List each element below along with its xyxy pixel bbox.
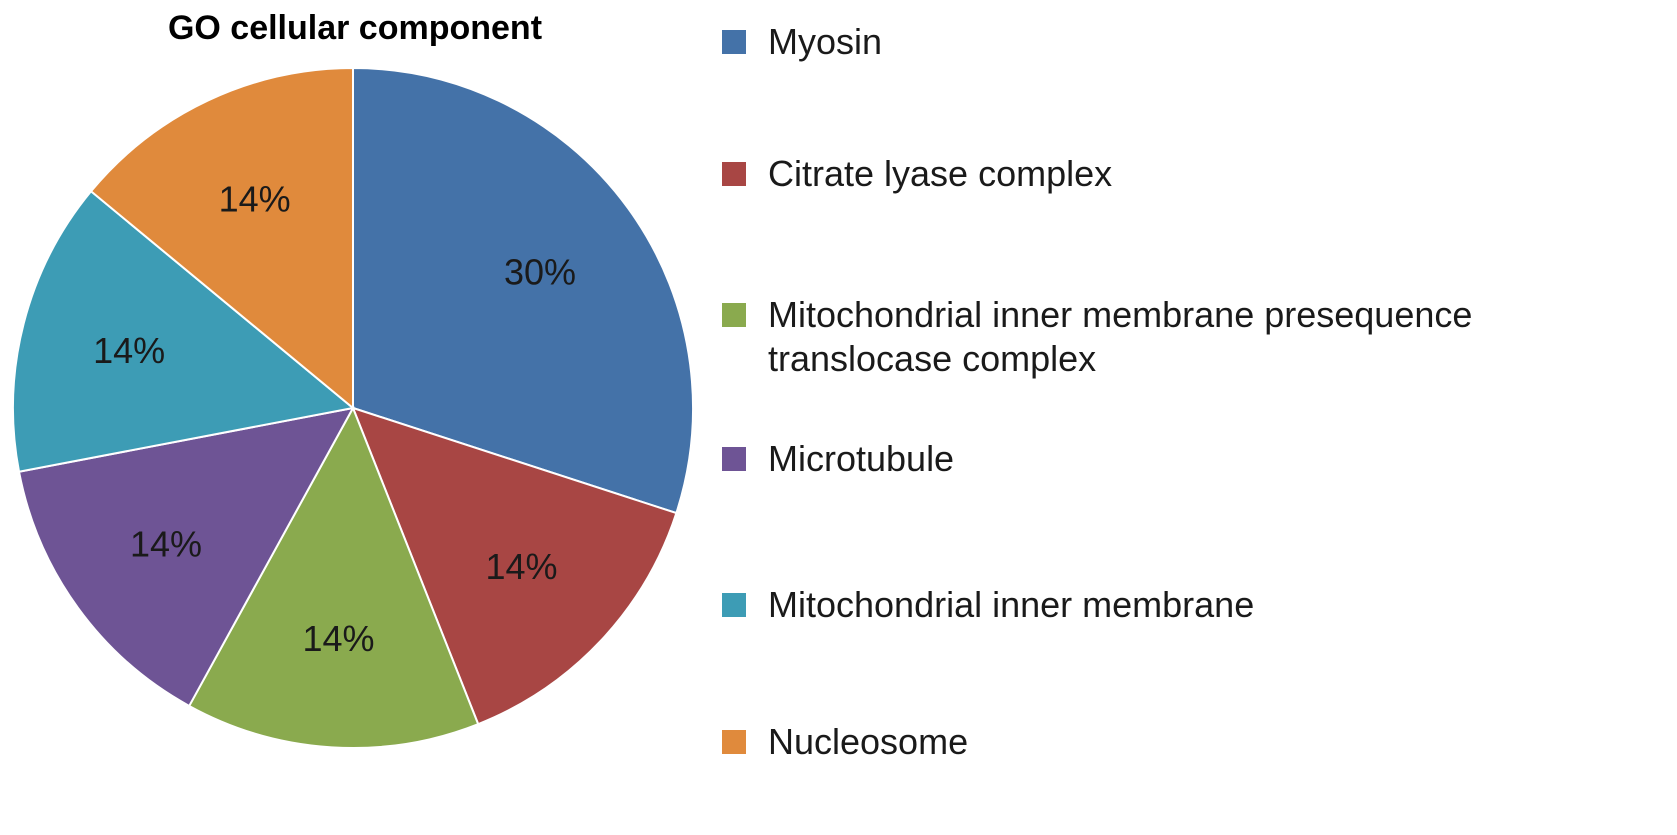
legend-item-3: Microtubule [722, 437, 1672, 481]
legend-label-4: Mitochondrial inner membrane [768, 584, 1255, 625]
pie-slice-0 [352, 66, 694, 515]
legend-label-3: Microtubule [768, 438, 955, 479]
pie-slice-2 [187, 405, 480, 749]
legend-label-0: Myosin [768, 21, 883, 62]
pie-chart: 30% 14% 14% 14% 14% 14% [12, 66, 694, 749]
legend-item-0: Myosin [722, 20, 1672, 64]
legend-item-4: Mitochondrial inner membrane [722, 583, 1672, 627]
legend-swatch-5 [722, 730, 746, 754]
legend-swatch-4 [722, 593, 746, 617]
slice-label-5: 14% [219, 178, 291, 219]
pie-slice-1 [351, 406, 678, 726]
pie-slice-3 [17, 406, 355, 708]
slice-label-3: 14% [130, 523, 202, 564]
legend-label-2: Mitochondrial inner membrane presequence… [768, 294, 1473, 379]
legend-item-5: Nucleosome [722, 720, 1672, 764]
legend-swatch-0 [722, 30, 746, 54]
slice-label-4: 14% [93, 330, 165, 371]
legend-swatch-3 [722, 447, 746, 471]
legend-swatch-1 [722, 162, 746, 186]
legend-label-1: Citrate lyase complex [768, 153, 1113, 194]
pie-slice-5 [89, 66, 354, 411]
legend-item-1: Citrate lyase complex [722, 152, 1672, 196]
chart-title: GO cellular component [167, 9, 543, 47]
legend-label-5: Nucleosome [768, 721, 969, 762]
legend-item-2: Mitochondrial inner membrane presequence… [722, 293, 1672, 381]
slice-label-0: 30% [504, 252, 576, 293]
slice-label-2: 14% [302, 618, 374, 659]
slice-label-1: 14% [485, 546, 557, 587]
legend-swatch-2 [722, 303, 746, 327]
pie-slice-4 [12, 189, 356, 473]
